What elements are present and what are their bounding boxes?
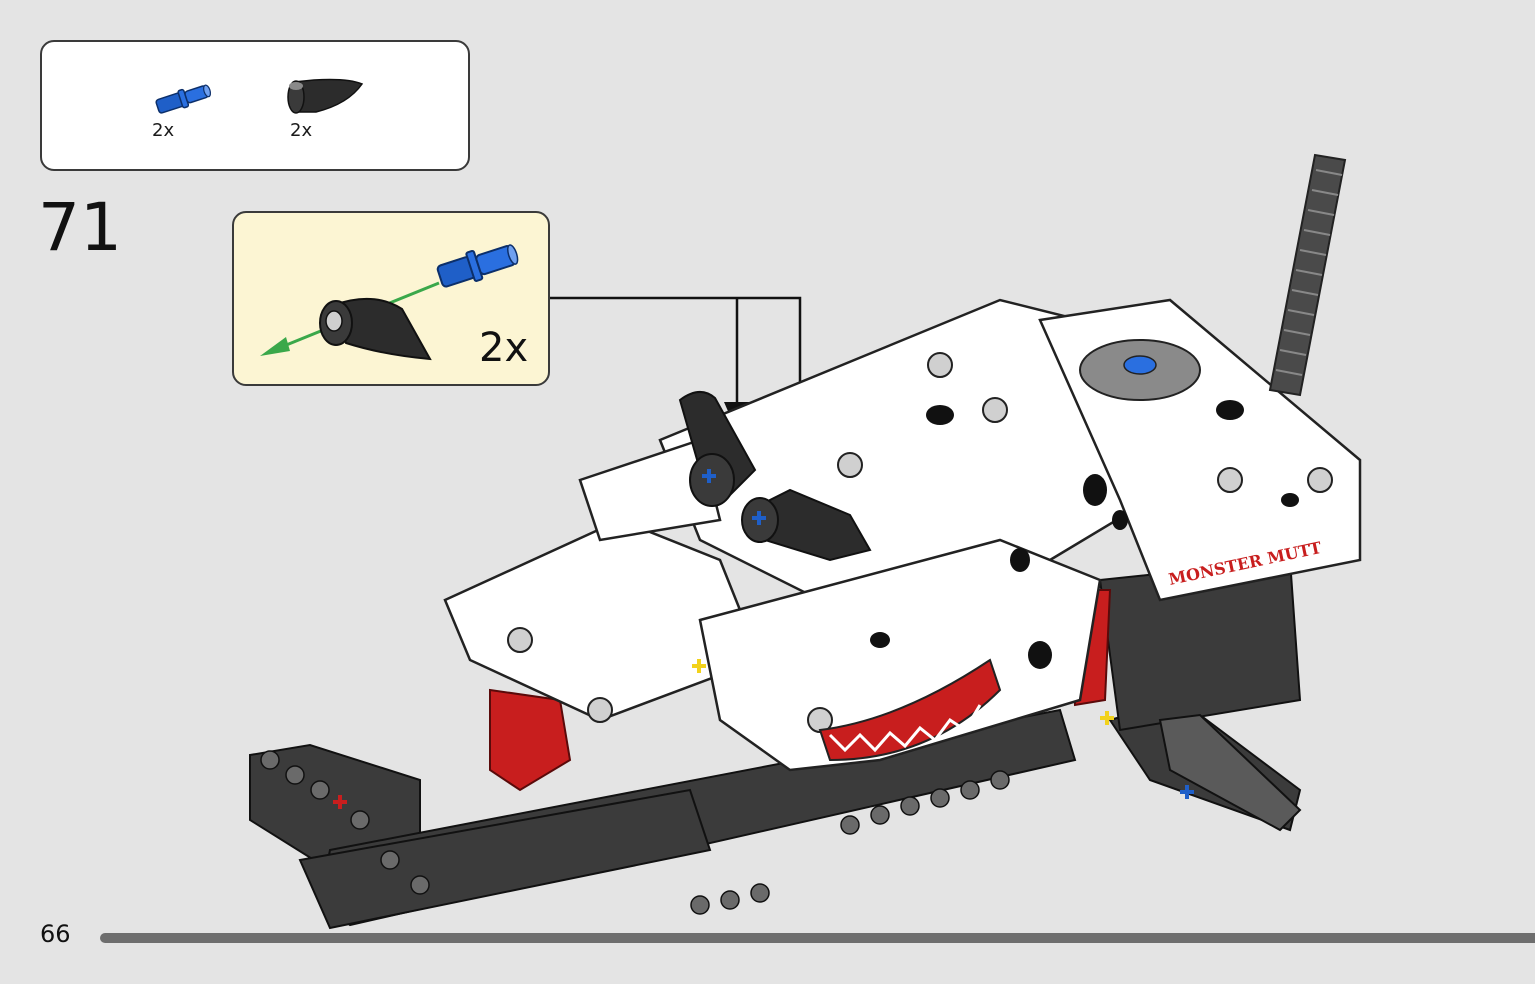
hose-ridges <box>1275 169 1343 376</box>
sub-assembly-callout: 2x <box>232 211 550 386</box>
black-cone-piece-icon <box>287 78 364 114</box>
blue-axle-pin-icon <box>155 84 212 114</box>
white-body <box>443 298 1362 772</box>
blue-pin-cross <box>702 469 766 525</box>
flexible-hose <box>1268 153 1347 397</box>
part-quantity: 2x <box>152 120 175 141</box>
callout-quantity: 2x <box>479 325 529 371</box>
logo-disc <box>1079 339 1201 401</box>
part-quantity: 2x <box>290 120 313 141</box>
page-number: 66 <box>40 920 71 948</box>
connector-holes <box>507 352 1333 733</box>
dalmatian-spots <box>870 400 1299 669</box>
shark-mouth <box>818 658 1002 762</box>
gray-axle <box>333 659 1302 832</box>
black-cone-piece <box>678 391 872 562</box>
assembly-arrow-diagram <box>260 244 519 361</box>
green-arrow-icon <box>260 337 290 356</box>
parts-list-box: 2x 2x <box>40 40 470 171</box>
step-number: 71 <box>38 189 122 266</box>
beam-holes <box>260 750 1010 915</box>
page-progress-bar <box>100 933 1535 943</box>
chassis-beams <box>249 558 1302 930</box>
